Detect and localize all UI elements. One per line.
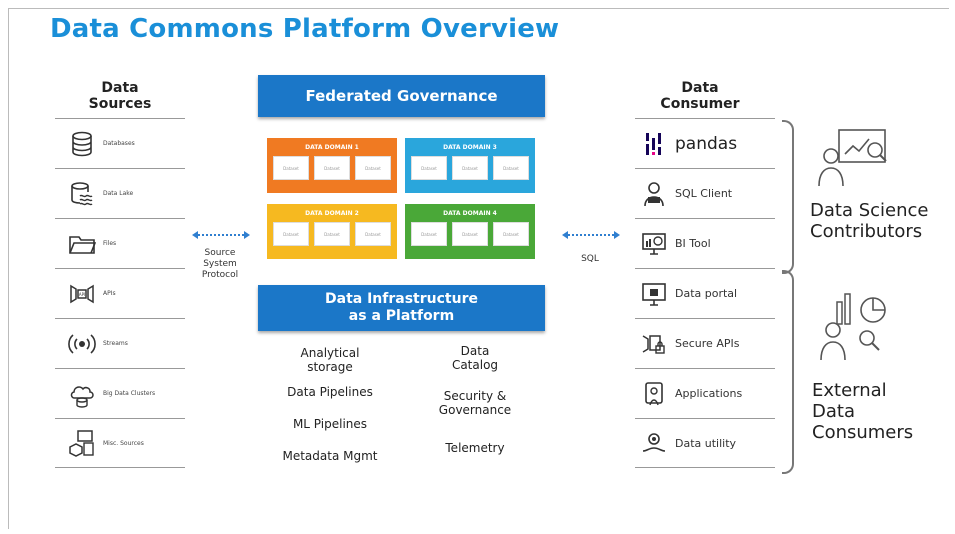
governance-bar: Federated Governance [258,75,545,117]
source-item: Streams [55,318,185,368]
consumer-label: pandas [675,133,738,154]
source-item: Big Data Clusters [55,368,185,418]
consumer-item: SQL Client [635,168,775,218]
group-label: External Data Consumers [812,380,914,443]
misc-icon [67,428,97,458]
dataset-box: Dataset [314,222,350,246]
dataset-box: Dataset [273,222,309,246]
infra-item: Data Catalog [451,344,499,372]
domain-label: DATA DOMAIN 3 [443,144,497,151]
infra-item: Analytical storage [300,346,360,374]
consumer-item: Secure APIs [635,318,775,368]
consumer-arrow-label: SQL [581,254,599,264]
source-label: Data Lake [103,190,134,197]
dataset-box: Dataset [452,156,488,180]
group-label: Data Science Contributors [810,200,929,242]
source-item: Misc. Sources [55,418,185,468]
group-brace [782,120,794,274]
source-arrow-label: Source System Protocol [201,248,239,280]
source-label: Databases [103,140,135,147]
sources-heading: Data Sources [88,80,152,112]
external-consumer-icon [815,292,895,362]
sources-list: Databases Data Lake Files API APIs Strea… [55,118,185,468]
consumers-list: pandas SQL Client BI Tool Data portal Se… [635,118,775,468]
dataset-box: Dataset [355,156,391,180]
source-item: Files [55,218,185,268]
source-item: Data Lake [55,168,185,218]
consumer-label: Secure APIs [675,337,740,350]
applications-icon [639,379,669,409]
consumer-arrow [562,231,620,239]
consumer-label: Data portal [675,287,738,300]
domain-label: DATA DOMAIN 2 [305,210,359,217]
source-label: Streams [103,340,128,347]
dataset-box: Dataset [411,222,447,246]
consumer-item: Applications [635,368,775,418]
consumer-item: Data portal [635,268,775,318]
domain-label: DATA DOMAIN 1 [305,144,359,151]
source-label: APIs [103,290,116,297]
consumer-item: BI Tool [635,218,775,268]
group-brace [782,270,794,474]
svg-text:API: API [79,292,85,297]
data-scientist-icon [815,128,895,188]
dataset-box: Dataset [493,156,529,180]
secure-api-icon [639,329,669,359]
dataset-box: Dataset [493,222,529,246]
consumers-heading: Data Consumer [660,80,740,112]
source-item: Databases [55,118,185,168]
consumer-label: SQL Client [675,187,733,200]
dataset-box: Dataset [355,222,391,246]
consumer-label: Data utility [675,436,737,450]
source-label: Files [103,240,117,247]
data-portal-icon [639,279,669,309]
infra-item: ML Pipelines [292,417,368,431]
dataset-box: Dataset [452,222,488,246]
source-label: Misc. Sources [103,439,144,447]
page-title: Data Commons Platform Overview [50,14,560,44]
big-data-icon [67,379,97,409]
data-lake-icon [67,179,97,209]
dataset-box: Dataset [314,156,350,180]
source-item: API APIs [55,268,185,318]
consumer-label: BI Tool [675,237,711,250]
domain-label: DATA DOMAIN 4 [443,210,497,217]
consumer-label: Applications [675,387,743,400]
dataset-box: Dataset [273,156,309,180]
infra-item: Security & Governance [438,389,512,417]
consumer-item: Data utility [635,418,775,468]
sql-client-icon [639,179,669,209]
source-label: Big Data Clusters [103,390,156,397]
consumer-item: pandas [635,118,775,168]
database-icon [67,129,97,159]
data-utility-icon [639,428,669,458]
infra-item: Telemetry [445,441,505,455]
infra-item: Metadata Mgmt [282,449,378,463]
source-arrow [192,231,250,239]
api-icon: API [67,279,97,309]
pandas-icon [639,129,669,159]
infra-item: Data Pipelines [287,385,373,399]
infrastructure-bar: Data Infrastructure as a Platform [258,285,545,331]
bi-tool-icon [639,229,669,259]
dataset-box: Dataset [411,156,447,180]
folder-icon [67,229,97,259]
stream-icon [67,329,97,359]
